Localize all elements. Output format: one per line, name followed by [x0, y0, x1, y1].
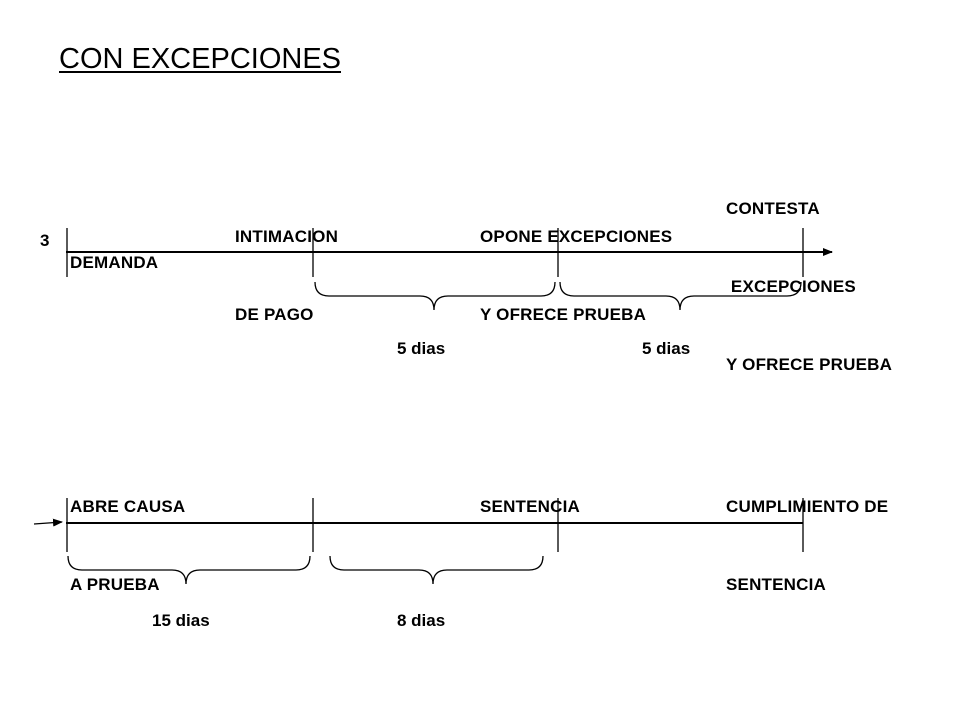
event-label-line: DEMANDA [70, 253, 159, 272]
page-title: CON EXCEPCIONES [59, 43, 341, 75]
event-label-line: Y OFRECE PRUEBA [726, 355, 893, 374]
event-sentencia: SENTENCIA [480, 442, 580, 546]
event-label-line: Y OFRECE PRUEBA [480, 305, 647, 324]
event-label-line: SENTENCIA [726, 575, 827, 594]
event-label-line: CUMPLIMIENTO DE [726, 497, 889, 516]
event-label-line: INTIMACION [235, 227, 339, 246]
event-label-line: OPONE EXCEPCIONES [480, 227, 673, 246]
step-number: 3 [40, 231, 50, 250]
event-label-line: ABRE CAUSA [70, 497, 186, 516]
event-intimacion-de-pago: INTIMACION DE PAGO [235, 172, 338, 354]
event-opone-excepciones: OPONE EXCEPCIONES Y OFRECE PRUEBA [480, 172, 672, 354]
duration-label: 5 dias [642, 339, 691, 358]
event-cumplimiento-de-sentencia: CUMPLIMIENTO DE SENTENCIA [726, 442, 888, 624]
event-demanda: DEMANDA [70, 198, 158, 302]
event-abre-causa-a-prueba: ABRE CAUSA A PRUEBA [70, 442, 185, 624]
duration-label: 8 dias [397, 611, 446, 630]
brace [559, 281, 802, 311]
duration-label: 15 dias [152, 611, 210, 630]
brace [329, 555, 544, 585]
event-contesta-excepciones: CONTESTA EXCEPCIONES Y OFRECE PRUEBA [726, 144, 892, 404]
brace [67, 555, 311, 585]
duration-label: 5 dias [397, 339, 446, 358]
incoming-arrow [33, 518, 63, 527]
event-label-line: DE PAGO [235, 305, 314, 324]
event-label-line: A PRUEBA [70, 575, 160, 594]
event-label-line: EXCEPCIONES [726, 277, 856, 296]
brace [314, 281, 556, 311]
event-label-line: SENTENCIA [480, 497, 581, 516]
event-label-line: CONTESTA [726, 199, 820, 218]
